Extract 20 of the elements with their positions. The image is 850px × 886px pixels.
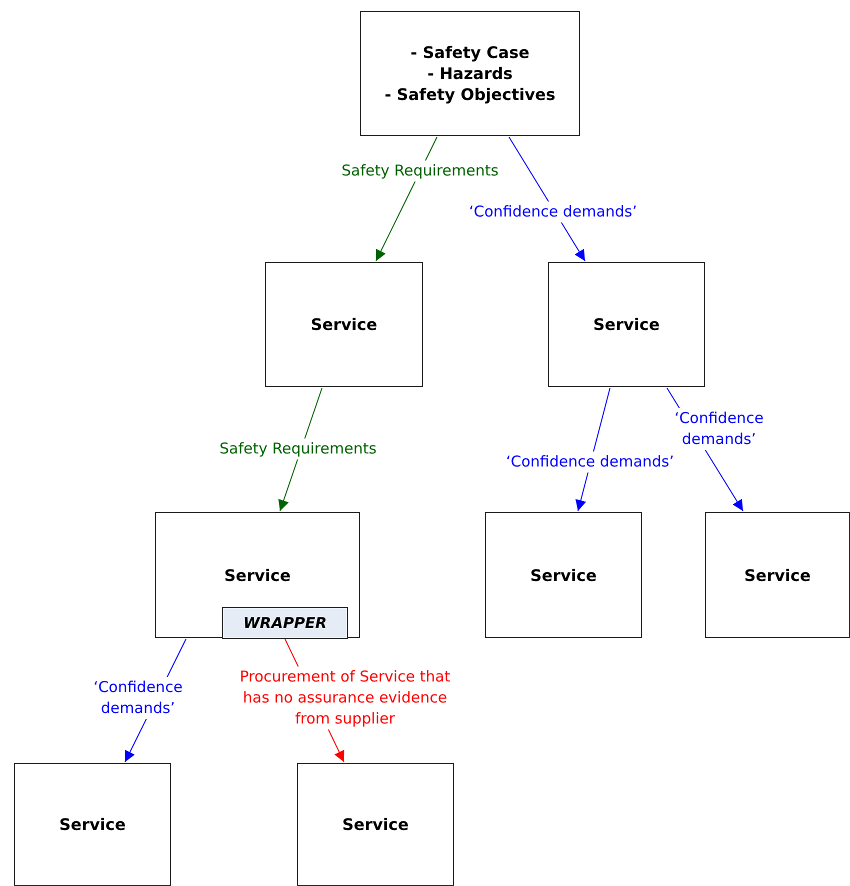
node-label: - Safety Case [410, 42, 530, 63]
service-box [297, 763, 454, 886]
node-label: Service [310, 314, 378, 335]
service-box [705, 512, 850, 638]
service-box [548, 262, 705, 387]
wrapper-box [222, 607, 348, 639]
service-box [155, 512, 360, 638]
service-box [485, 512, 642, 638]
node-label: Service [530, 564, 597, 586]
node-label: Service [224, 564, 291, 586]
node-label: - Hazards [427, 63, 513, 84]
service-box [360, 11, 580, 136]
node-label: Service [593, 314, 660, 335]
service-box [265, 262, 423, 387]
node-label: Service [744, 564, 811, 586]
node-label: Service [59, 814, 126, 835]
node-label: WRAPPER [243, 612, 327, 634]
service-box [14, 763, 171, 886]
node-label: Service [342, 814, 409, 835]
node-label: - Safety Objectives [384, 84, 556, 105]
